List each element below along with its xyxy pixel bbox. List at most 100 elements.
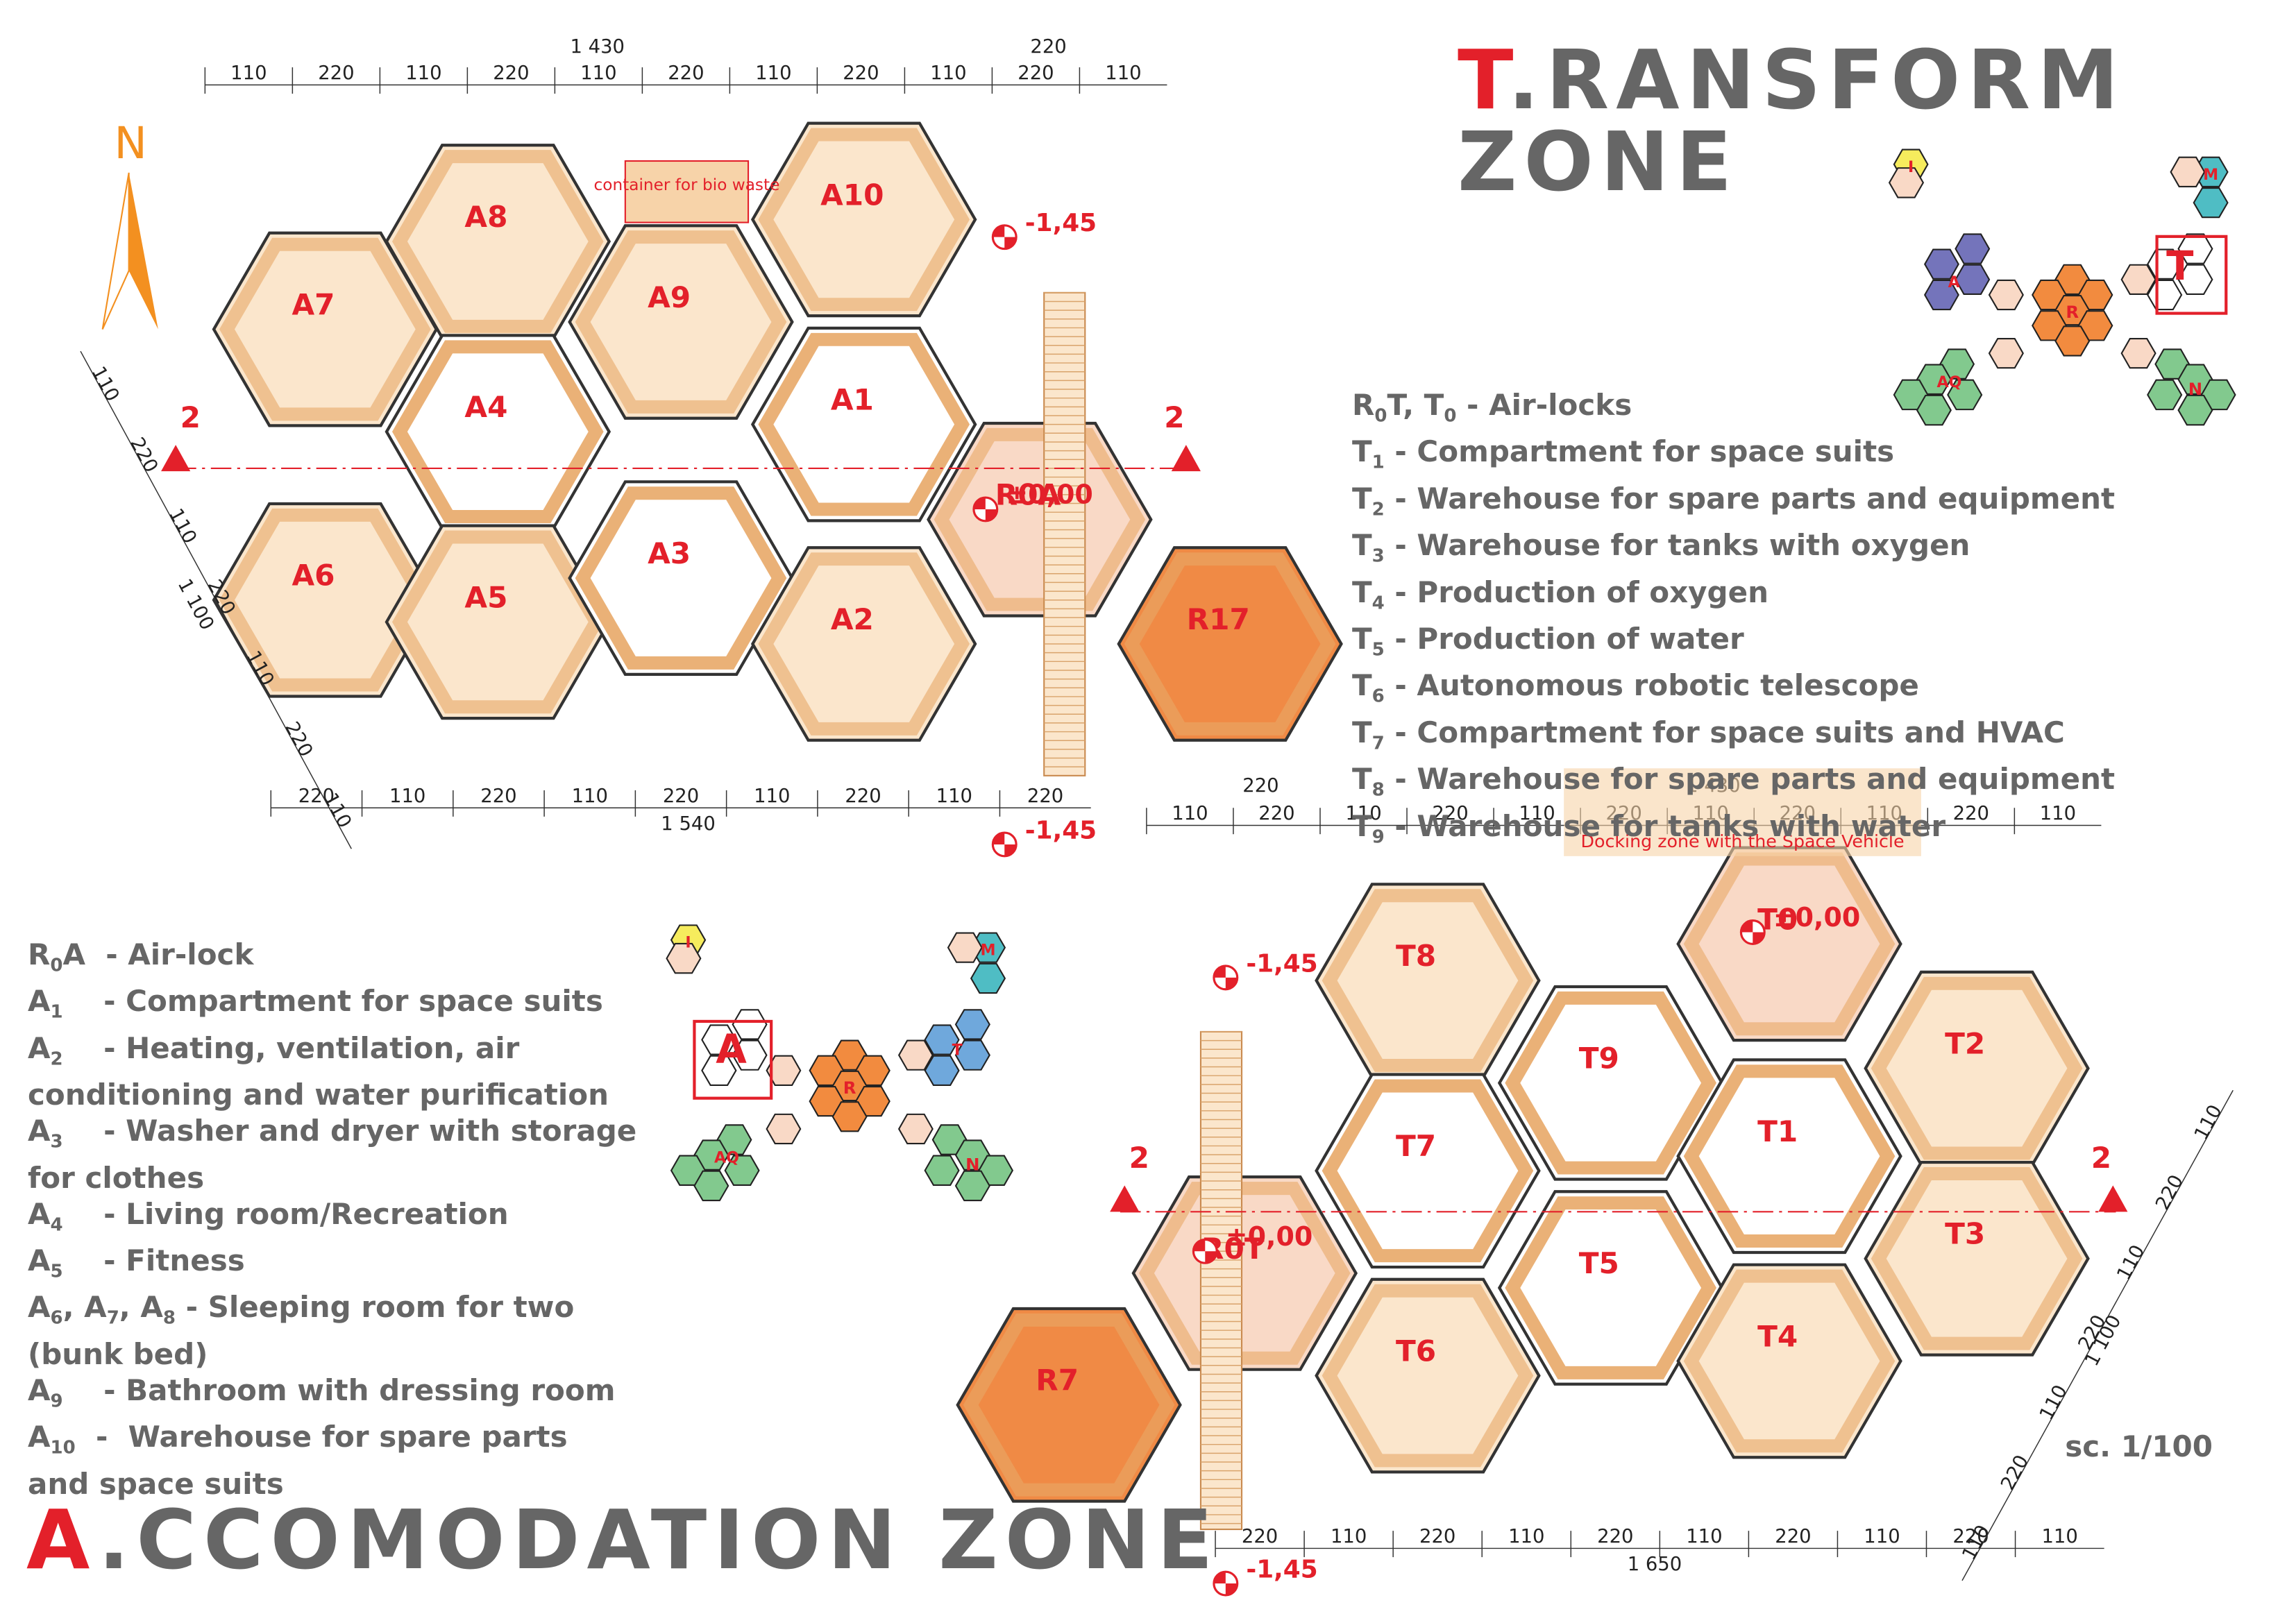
dimension-label: 110	[164, 505, 201, 547]
legend-item: A10 - Warehouse for spare parts	[28, 1420, 568, 1459]
section-marker: 2	[161, 400, 201, 472]
room-label: A3	[648, 536, 691, 570]
stairs	[1043, 291, 1086, 776]
dimension-label: 220	[318, 62, 354, 84]
svg-text:2: 2	[1129, 1141, 1149, 1175]
zone-label: A	[716, 1026, 747, 1073]
level-mark: -1,45	[991, 817, 1097, 858]
room-t0	[1676, 846, 1902, 1042]
legend-item: R0T, T0 - Air-locks	[1352, 388, 1632, 427]
dimension-label: 220	[1258, 803, 1294, 824]
dimension-label: 110	[389, 785, 425, 807]
dimension-label: 220	[1953, 803, 1989, 824]
svg-text:2: 2	[1164, 400, 1184, 434]
room-label: A5	[464, 580, 507, 614]
dimension-label: 110	[1519, 803, 1555, 824]
level-mark: ±0,00	[1739, 902, 1860, 945]
room-t4	[1676, 1263, 1902, 1459]
dimension-label: 220	[845, 785, 881, 807]
zone-label: I	[1908, 158, 1914, 176]
dimension-total: 1 540	[661, 813, 715, 835]
dimension-label: 110	[580, 62, 616, 84]
zone-label: T	[952, 1042, 963, 1060]
svg-text:N: N	[115, 117, 147, 169]
svg-text:-1,45: -1,45	[1246, 1556, 1317, 1584]
room-label: R17	[1187, 602, 1250, 636]
svg-text:-1,45: -1,45	[1246, 949, 1317, 978]
dimension-label: 220	[280, 718, 316, 760]
room-a5	[385, 524, 611, 720]
svg-text:-1,45: -1,45	[1025, 209, 1097, 237]
zone-label: I	[685, 934, 691, 952]
room-a3	[568, 480, 794, 676]
dimension-label: 110	[1345, 803, 1381, 824]
section-marker: 2	[1110, 1141, 1149, 1212]
room-a7	[212, 231, 439, 427]
dimension-label: 220	[480, 785, 516, 807]
legend-item: A4 - Living room/Recreation	[28, 1196, 509, 1235]
room-label: T8	[1396, 939, 1436, 973]
room-label: A6	[292, 559, 335, 593]
dimension-total: 220	[1030, 36, 1066, 58]
legend-item: conditioning and water purification	[28, 1078, 609, 1112]
dimension-total: 220	[1242, 775, 1278, 797]
dimension-label: 220	[1432, 803, 1468, 824]
legend-item: A2 - Heating, ventilation, air	[28, 1030, 520, 1070]
transform-zone-title: T.RANSFORM ZONE	[1458, 32, 2126, 210]
container-bio-waste-label: container for bio waste	[594, 176, 780, 194]
dimension-label: 220	[1419, 1526, 1455, 1547]
legend-item: (bunk bed)	[28, 1336, 208, 1371]
level-mark: -1,45	[1213, 949, 1318, 991]
room-label: T9	[1579, 1042, 1619, 1076]
room-t5	[1497, 1190, 1724, 1386]
north-arrow-icon: N	[101, 117, 158, 330]
level-mark: -1,45	[991, 209, 1097, 250]
room-label: A2	[831, 602, 874, 636]
dimension-label: 110	[2191, 1101, 2227, 1144]
legend-item: A5 - Fitness	[28, 1243, 245, 1282]
zone-label: N	[965, 1155, 979, 1175]
room-a1	[750, 326, 977, 522]
dimension-label: 110	[1686, 1526, 1722, 1547]
dimension-total: 1 650	[1628, 1554, 1682, 1575]
legend-item: A3 - Washer and dryer with storage	[28, 1114, 637, 1153]
room-t7	[1315, 1073, 1541, 1269]
room-label: A8	[464, 200, 507, 234]
dimension-label: 110	[572, 785, 608, 807]
level-mark: -1,45	[1213, 1556, 1318, 1597]
legend-item: T6 - Autonomous robotic telescope	[1352, 668, 1919, 707]
room-a6	[212, 502, 439, 698]
dimension-label: 110	[1508, 1526, 1544, 1547]
legend-item: R0A - Air-lock	[28, 937, 254, 976]
room-r0a	[927, 421, 1153, 618]
dimension-label: 220	[1027, 785, 1063, 807]
room-t1	[1676, 1058, 1902, 1255]
zone-label: N	[2188, 379, 2202, 399]
zone-label: AQ	[714, 1149, 739, 1167]
zone-label: M	[2203, 166, 2218, 184]
dimension-label: 220	[663, 785, 699, 807]
dimension-label: 220	[1018, 62, 1054, 84]
room-label: A1	[831, 383, 874, 417]
dimension-label: 110	[1105, 62, 1141, 84]
room-a8	[385, 144, 611, 339]
dimension-label: 220	[2152, 1171, 2188, 1214]
legend-item: A9 - Bathroom with dressing room	[28, 1373, 616, 1412]
room-label: T7	[1396, 1129, 1436, 1163]
dimension-label: 220	[1997, 1452, 2033, 1494]
section-marker: 2	[2091, 1141, 2128, 1212]
room-label: A10	[820, 178, 884, 212]
room-a9	[568, 224, 794, 420]
dimension-label: 110	[2036, 1382, 2072, 1424]
dimension-label: 220	[1775, 1526, 1811, 1547]
room-t2	[1864, 970, 2090, 1166]
room-label: R7	[1036, 1363, 1079, 1397]
room-label: T1	[1757, 1114, 1798, 1148]
room-t8	[1315, 883, 1541, 1078]
legend-item: T7 - Compartment for space suits and HVA…	[1352, 715, 2065, 754]
zone-label: T	[2166, 243, 2193, 289]
dimension-label: 110	[1864, 1526, 1900, 1547]
